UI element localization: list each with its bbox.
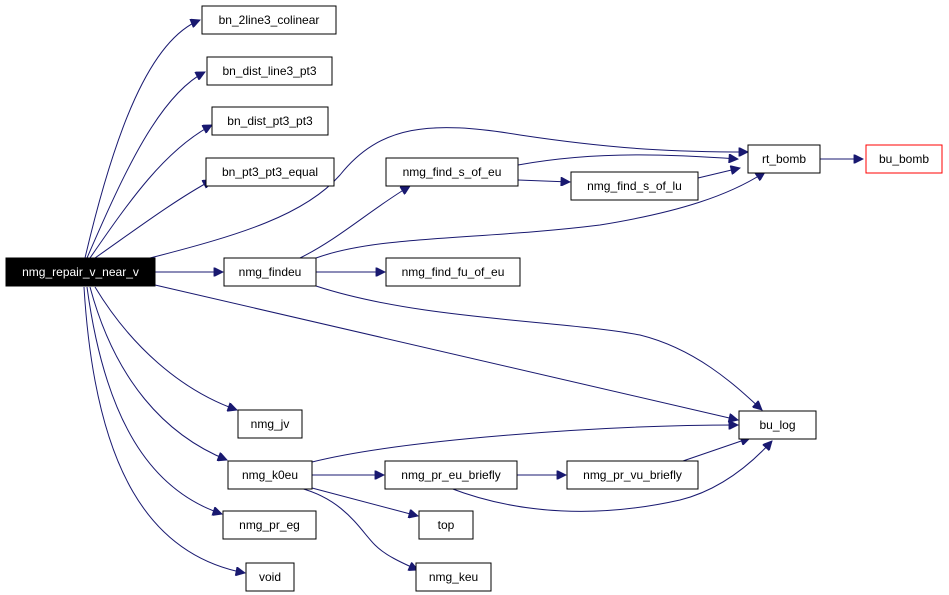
node-label-bn-dist-pt3-pt3: bn_dist_pt3_pt3 bbox=[227, 114, 313, 128]
node-label-nmg-jv: nmg_jv bbox=[251, 417, 290, 431]
node-label-nmg-pr-vu-briefly: nmg_pr_vu_briefly bbox=[583, 468, 682, 482]
node-top[interactable]: top bbox=[418, 510, 474, 540]
edge-findeu-to-bu-log bbox=[315, 285, 762, 410]
edge-k0eu-to-nmg-keu bbox=[299, 487, 418, 570]
node-label-nmg-k0eu: nmg_k0eu bbox=[242, 468, 298, 482]
edge-k0eu-to-bu-log bbox=[311, 425, 738, 463]
node-void[interactable]: void bbox=[245, 562, 295, 592]
node-label-bu-bomb: bu_bomb bbox=[879, 152, 929, 166]
edge-root-to-bn-dist-line3-pt3 bbox=[86, 72, 205, 259]
edge-findeu-to-find-s-of-eu bbox=[299, 186, 410, 259]
node-label-root: nmg_repair_v_near_v bbox=[22, 265, 139, 279]
node-nmg-find-s-of-eu[interactable]: nmg_find_s_of_eu bbox=[385, 157, 519, 187]
node-nmg-k0eu[interactable]: nmg_k0eu bbox=[227, 460, 313, 490]
node-bn-pt3-pt3-equal[interactable]: bn_pt3_pt3_equal bbox=[205, 157, 335, 187]
node-label-bn-dist-line3-pt3: bn_dist_line3_pt3 bbox=[222, 64, 316, 78]
edge-root-to-rt-bomb bbox=[149, 127, 748, 259]
node-label-bu-log: bu_log bbox=[759, 418, 795, 432]
node-nmg-pr-eg[interactable]: nmg_pr_eg bbox=[222, 510, 317, 540]
edge-find-s-of-eu-to-rt-bomb bbox=[517, 155, 738, 166]
node-nmg-jv[interactable]: nmg_jv bbox=[237, 409, 303, 439]
edge-root-to-bn-2line3-colinear bbox=[84, 20, 200, 259]
node-bn-dist-pt3-pt3[interactable]: bn_dist_pt3_pt3 bbox=[211, 106, 329, 136]
edge-k0eu-to-top bbox=[311, 487, 418, 516]
node-label-nmg-pr-eg: nmg_pr_eg bbox=[239, 518, 300, 532]
edge-root-to-bn-dist-pt3-pt3 bbox=[89, 125, 212, 259]
edge-root-to-bu-log bbox=[154, 284, 738, 420]
node-rt-bomb[interactable]: rt_bomb bbox=[747, 144, 821, 174]
edge-root-to-void bbox=[83, 286, 245, 573]
node-label-nmg-pr-eu-briefly: nmg_pr_eu_briefly bbox=[401, 468, 500, 482]
node-nmg-find-fu-of-eu[interactable]: nmg_find_fu_of_eu bbox=[385, 257, 521, 287]
node-bn-2line3-colinear[interactable]: bn_2line3_colinear bbox=[201, 5, 337, 35]
node-label-nmg-find-fu-of-eu: nmg_find_fu_of_eu bbox=[402, 265, 505, 279]
edge-pr-vu-briefly-to-bu-log bbox=[679, 438, 750, 463]
node-nmg-findeu[interactable]: nmg_findeu bbox=[223, 257, 317, 287]
edge-find-s-of-lu-to-rt-bomb bbox=[697, 168, 740, 179]
node-bu-bomb[interactable]: bu_bomb bbox=[865, 144, 943, 174]
node-label-rt-bomb: rt_bomb bbox=[762, 152, 806, 166]
node-label-void: void bbox=[259, 570, 281, 584]
edge-root-to-nmg-k0eu bbox=[89, 286, 227, 460]
edge-find-s-of-eu-to-find-s-of-lu bbox=[517, 180, 570, 182]
node-nmg-keu[interactable]: nmg_keu bbox=[415, 562, 492, 592]
node-label-nmg-keu: nmg_keu bbox=[429, 570, 478, 584]
edge-root-to-nmg-jv bbox=[94, 286, 237, 410]
node-label-nmg-find-s-of-eu: nmg_find_s_of_eu bbox=[403, 165, 502, 179]
node-label-bn-2line3-colinear: bn_2line3_colinear bbox=[219, 13, 320, 27]
node-bn-dist-line3-pt3[interactable]: bn_dist_line3_pt3 bbox=[206, 56, 333, 86]
node-bu-log[interactable]: bu_log bbox=[738, 410, 817, 440]
node-nmg-pr-eu-briefly[interactable]: nmg_pr_eu_briefly bbox=[384, 460, 518, 490]
edge-root-to-bn-pt3-pt3-equal bbox=[94, 180, 212, 259]
node-label-top: top bbox=[438, 518, 455, 532]
nodes: nmg_repair_v_near_v bn_2line3_colinear b… bbox=[5, 5, 943, 592]
node-label-nmg-find-s-of-lu: nmg_find_s_of_lu bbox=[587, 179, 682, 193]
node-nmg-find-s-of-lu[interactable]: nmg_find_s_of_lu bbox=[570, 171, 699, 201]
edge-pr-eu-briefly-to-bu-log bbox=[449, 441, 772, 512]
node-label-bn-pt3-pt3-equal: bn_pt3_pt3_equal bbox=[222, 165, 318, 179]
node-nmg-pr-vu-briefly[interactable]: nmg_pr_vu_briefly bbox=[566, 460, 699, 490]
edges bbox=[83, 20, 863, 573]
edge-root-to-nmg-pr-eg bbox=[86, 286, 222, 514]
node-label-nmg-findeu: nmg_findeu bbox=[239, 265, 302, 279]
node-root[interactable]: nmg_repair_v_near_v bbox=[5, 257, 156, 287]
edge-findeu-to-rt-bomb bbox=[315, 172, 765, 259]
